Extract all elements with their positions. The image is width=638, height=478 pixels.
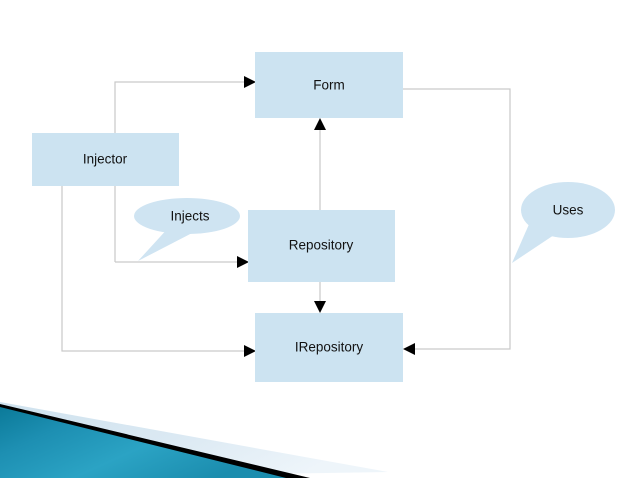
callout-injects-tail	[138, 226, 196, 261]
callout-injects-bubble[interactable]	[134, 198, 240, 234]
decoration-black-stripe	[0, 404, 310, 478]
node-repository[interactable]: Repository	[248, 210, 395, 282]
arrow-head-down-into-irepository	[314, 301, 326, 313]
edge-injector-to-repository	[115, 256, 249, 268]
node-injector-box[interactable]	[32, 133, 179, 186]
node-form[interactable]: Form	[255, 52, 403, 118]
arrow-head-into-irepository-left	[244, 345, 256, 357]
callout-uses[interactable]: Uses	[512, 182, 615, 263]
node-irepository[interactable]: IRepository	[255, 313, 403, 382]
node-form-label: Form	[313, 78, 345, 93]
node-repository-label: Repository	[289, 238, 354, 253]
slide-decoration	[0, 402, 388, 478]
node-form-box[interactable]	[255, 52, 403, 118]
node-irepository-label: IRepository	[295, 340, 364, 355]
node-injector-label: Injector	[83, 152, 128, 167]
node-injector[interactable]: Injector	[32, 133, 179, 186]
arrow-head-into-irepository-right	[403, 343, 415, 355]
arrow-head-into-form	[244, 76, 256, 88]
callout-injects[interactable]: Injects	[134, 198, 240, 261]
arrow-head-into-repository	[237, 256, 249, 268]
edge-repository-to-form	[314, 118, 326, 210]
callout-injects-label: Injects	[170, 209, 209, 224]
callout-uses-bubble[interactable]	[521, 182, 615, 238]
edge-injector-to-irepository	[61, 160, 256, 357]
callout-uses-label: Uses	[553, 203, 584, 218]
node-irepository-box[interactable]	[255, 313, 403, 382]
arrow-head-up-into-form	[314, 118, 326, 130]
edge-repository-to-irepository	[314, 282, 326, 313]
node-repository-box[interactable]	[248, 210, 395, 282]
decoration-teal-wedge	[0, 407, 286, 478]
edge-injector-to-form	[114, 76, 256, 262]
edge-form-to-irepository	[403, 88, 511, 355]
